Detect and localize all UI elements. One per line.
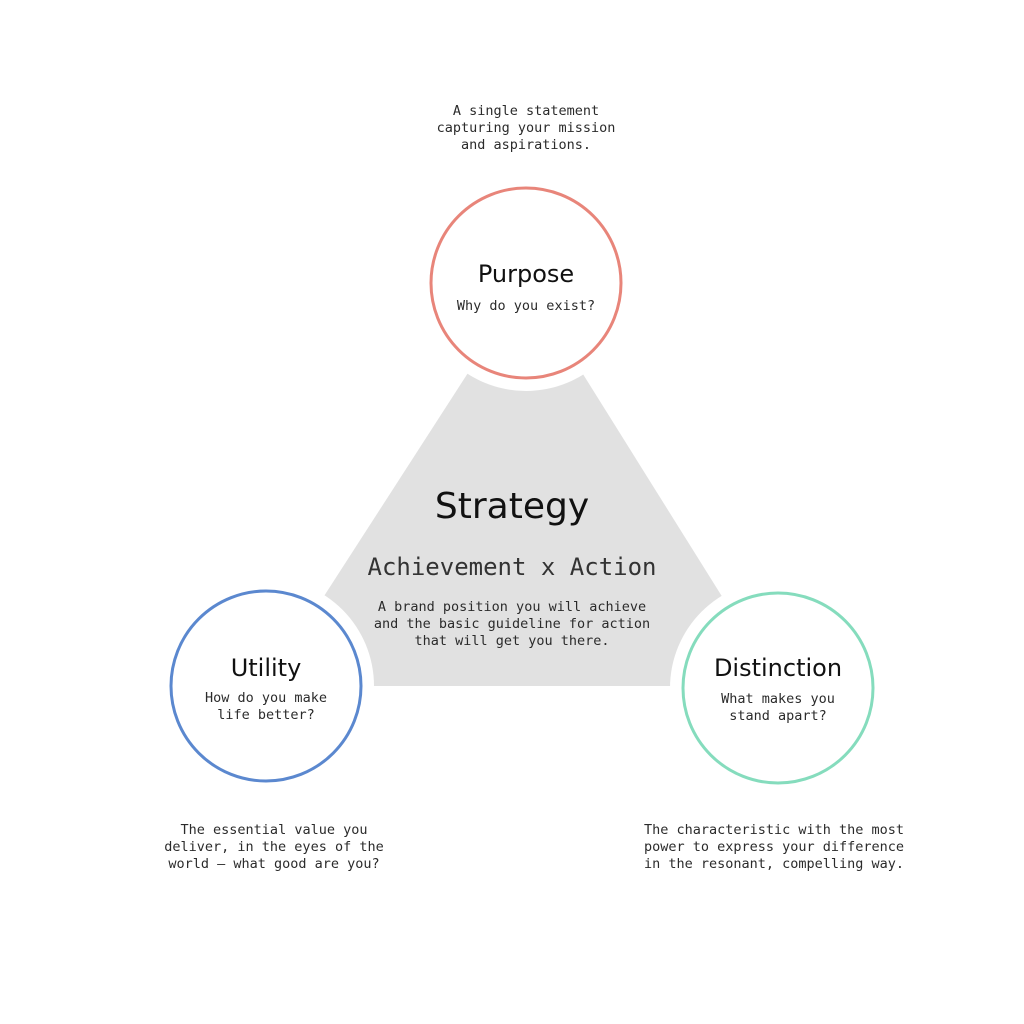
strategy-description: A brand position you will achieve and th…: [373, 599, 651, 649]
purpose-question: Why do you exist?: [456, 298, 596, 314]
distinction-circle: [681, 591, 875, 785]
strategy-subtitle: Achievement x Action: [367, 553, 657, 581]
utility-title: Utility: [230, 654, 302, 682]
strategy-triangle: [266, 283, 778, 686]
utility-circle: [169, 589, 363, 783]
utility-question: How do you make life better?: [205, 690, 327, 723]
purpose-description: A single statement capturing your missio…: [436, 103, 616, 153]
utility-description: The essential value you deliver, in the …: [164, 822, 384, 872]
purpose-title: Purpose: [477, 260, 575, 288]
strategy-title: Strategy: [434, 486, 590, 527]
distinction-question: What makes you stand apart?: [721, 691, 835, 724]
distinction-title: Distinction: [713, 654, 843, 682]
distinction-description: The characteristic with the most power t…: [643, 822, 905, 872]
purpose-circle: [429, 186, 623, 380]
